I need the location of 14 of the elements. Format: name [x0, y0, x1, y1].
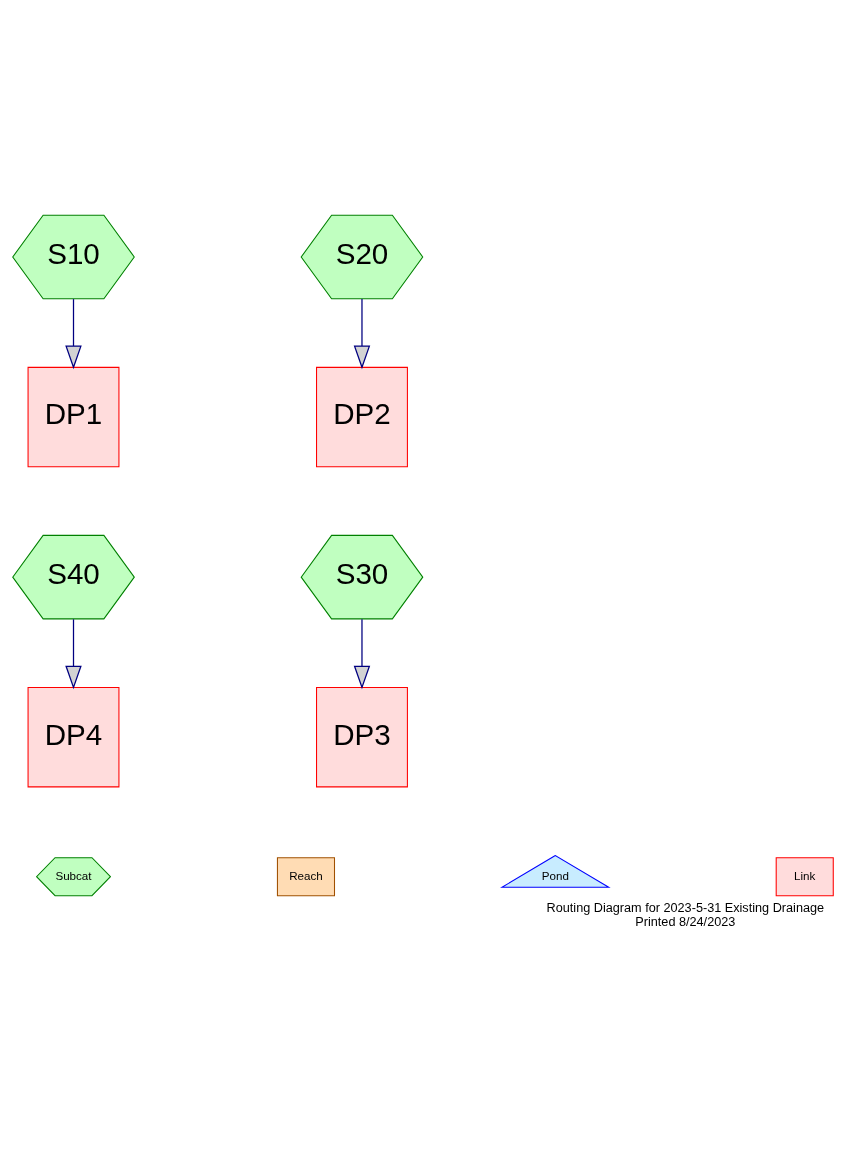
- arrow: [65, 298, 82, 370]
- arrow: [353, 618, 371, 690]
- node-box: DP1: [27, 366, 120, 468]
- legend-label: Pond: [541, 868, 569, 882]
- legend-label: Subcat: [55, 868, 92, 882]
- legend-label: Reach: [289, 868, 323, 882]
- caption: Printed 8/24/2023: [635, 914, 736, 929]
- legend-label: Link: [794, 868, 816, 882]
- arrow: [65, 618, 82, 690]
- arrow: [353, 298, 371, 370]
- node-box: DP2: [316, 366, 408, 468]
- node-box: DP3: [316, 687, 408, 788]
- diagram-title: Routing Diagram for 2023-5-31 Existing Drainage: [546, 901, 825, 916]
- node-box: DP4: [27, 687, 120, 788]
